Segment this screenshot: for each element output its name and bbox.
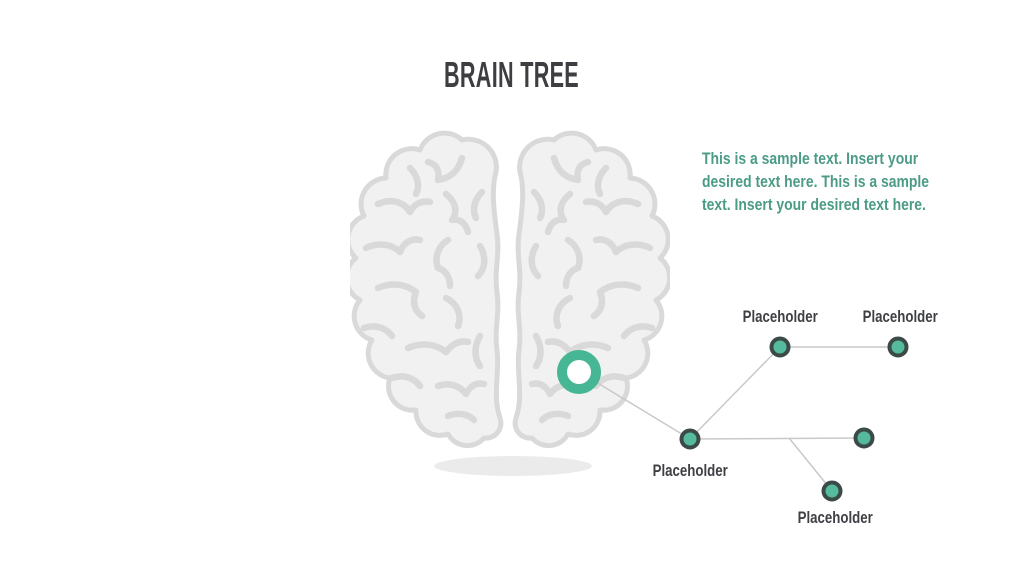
- page-title: BRAIN TREE: [0, 57, 1024, 93]
- page-title-text: BRAIN TREE: [444, 54, 580, 95]
- node-hub: [679, 428, 701, 450]
- connector-hub-to-top-left: [689, 346, 781, 440]
- brain-shadow: [434, 456, 592, 476]
- node-bottom: [821, 480, 843, 502]
- node-label-hub: Placeholder: [652, 461, 728, 480]
- node-label-top-right: Placeholder: [862, 307, 938, 326]
- description-text: This is a sample text. Insert your desir…: [702, 147, 929, 216]
- brain-right-hemisphere: [515, 133, 670, 445]
- node-top-left: [769, 336, 791, 358]
- description-line: desired text here. This is a sample: [702, 172, 930, 191]
- node-label-bottom: Placeholder: [797, 508, 873, 527]
- connector-hub-to-mid-right: [689, 437, 865, 440]
- brain-left-hemisphere: [350, 133, 501, 445]
- node-top-right: [887, 336, 909, 358]
- brain-marker-ring-icon: [557, 350, 601, 394]
- node-label-top-left: Placeholder: [742, 307, 818, 326]
- description-line: text. Insert your desired text here.: [702, 195, 926, 214]
- description-line: This is a sample text. Insert your: [702, 149, 919, 168]
- brain-icon: [350, 128, 670, 476]
- connector-branch-to-bottom: [788, 437, 833, 492]
- node-mid-right: [853, 427, 875, 449]
